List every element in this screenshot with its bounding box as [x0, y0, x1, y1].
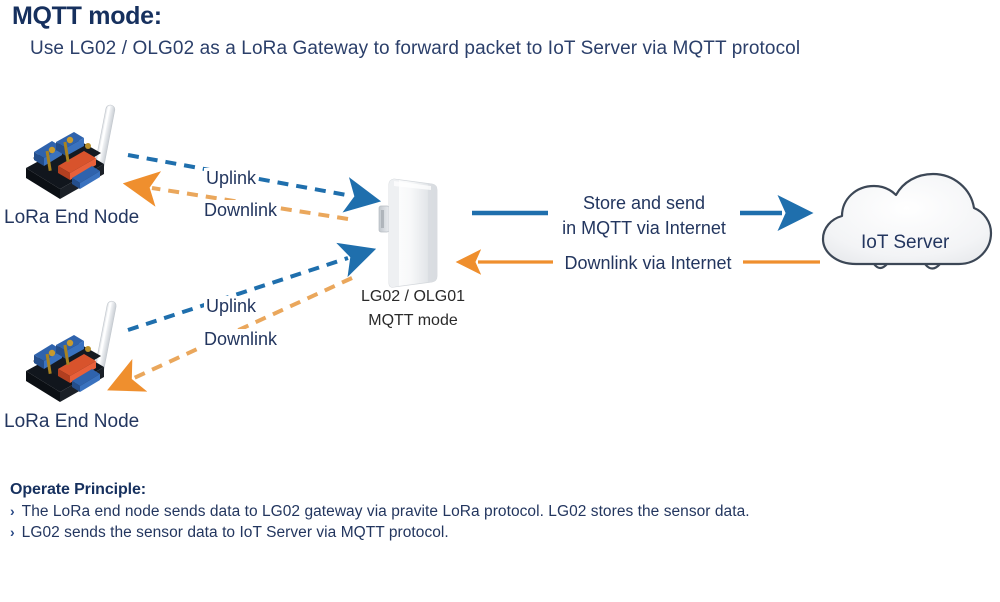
bullet-text-2: LG02 sends the sensor data to IoT Server… [21, 524, 449, 541]
bullet-item-2: › LG02 sends the sensor data to IoT Serv… [10, 524, 970, 542]
page-subtitle: Use LG02 / OLG02 as a LoRa Gateway to fo… [30, 38, 801, 59]
page-title: MQTT mode: [12, 2, 162, 30]
uplink-label-top: Uplink [204, 168, 259, 189]
operate-principle-section: Operate Principle: › The LoRa end node s… [10, 481, 970, 542]
uplink-label-bottom: Uplink [204, 296, 259, 317]
chevron-right-icon: › [10, 503, 15, 519]
iot-server-cloud [821, 172, 993, 270]
lora-end-node-label-top: LoRa End Node [4, 207, 140, 228]
chevron-right-icon: › [10, 524, 15, 540]
gateway-label-line1: LG02 / OLG01 [360, 288, 466, 305]
gateway-label-line2: MQTT mode [368, 312, 458, 329]
lora-end-node-device-top [26, 104, 116, 199]
bottom-node-links [107, 242, 377, 392]
lora-end-node-label-bottom: LoRa End Node [4, 411, 140, 432]
internet-downlink-label: Downlink via Internet [553, 251, 743, 276]
operate-principle-heading: Operate Principle: [10, 481, 147, 498]
internet-uplink-label-line2: in MQTT via Internet [542, 216, 746, 241]
lg02-gateway-device [378, 178, 438, 288]
bullet-text-1: The LoRa end node sends data to LG02 gat… [21, 503, 750, 520]
downlink-label-bottom: Downlink [202, 329, 280, 350]
lora-end-node-device-bottom [26, 300, 117, 402]
downlink-label-top: Downlink [202, 200, 280, 221]
cloud-label: IoT Server [861, 232, 950, 253]
internet-uplink-label-line1: Store and send [548, 191, 740, 216]
bullet-item-1: › The LoRa end node sends data to LG02 g… [10, 503, 970, 521]
